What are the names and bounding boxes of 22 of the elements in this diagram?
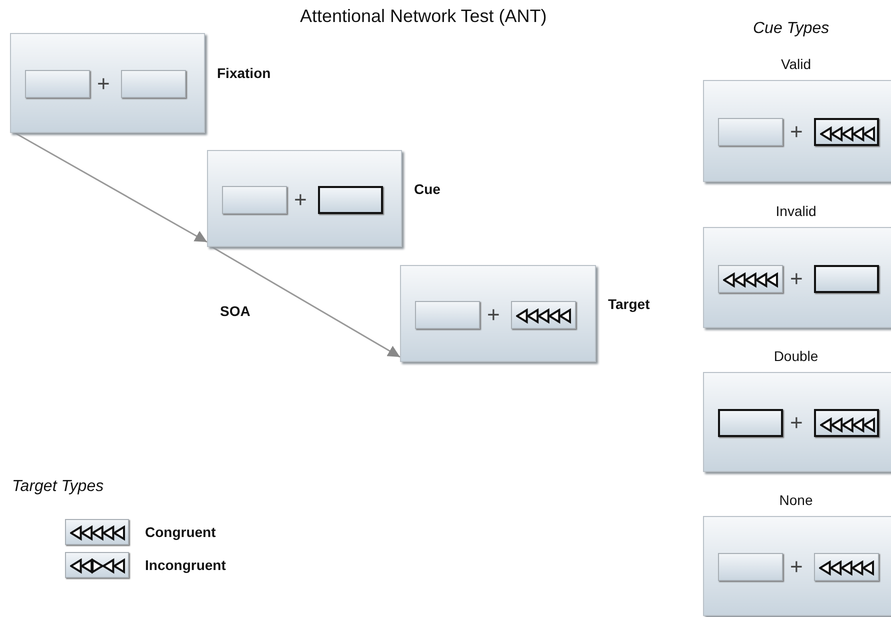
fixation-cross: + [790, 412, 803, 434]
arrow [14, 132, 208, 243]
screen-caption: Fixation [217, 65, 271, 81]
fixation-cross: + [294, 189, 307, 211]
screen-heading: Invalid [774, 203, 818, 219]
diagram-title: Attentional Network Test (ANT) [300, 6, 547, 27]
arrow [212, 246, 400, 358]
screen-heading: Double [772, 348, 820, 364]
fixation-cross: + [97, 73, 110, 95]
screen-heading: None [778, 492, 814, 508]
fixation-cross: + [790, 268, 803, 290]
legend-label: Incongruent [145, 557, 226, 573]
fixation-cross: + [790, 556, 803, 578]
legend-label: Congruent [145, 524, 216, 540]
section-heading: Cue Types [753, 20, 830, 38]
screen-caption: Target [608, 296, 650, 312]
fixation-cross: + [790, 121, 803, 143]
screen-heading: Valid [780, 56, 812, 72]
fixation-cross: + [487, 304, 500, 326]
edge-label: SOA [220, 303, 250, 319]
screen-caption: Cue [414, 180, 440, 196]
section-heading: Target Types [12, 478, 104, 496]
